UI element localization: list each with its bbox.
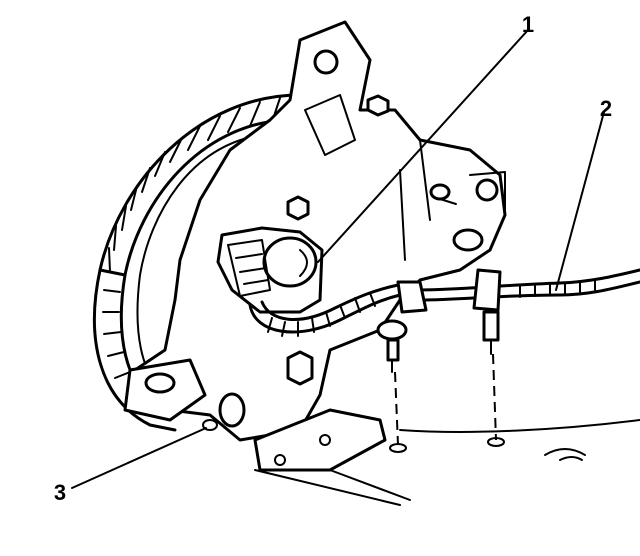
sensor-retaining-bolt <box>218 392 246 428</box>
harness-clip-2 <box>472 268 502 312</box>
tie-rod-hole <box>475 178 499 202</box>
lower-bolt <box>286 350 314 386</box>
knuckle-bolt <box>286 195 310 221</box>
leader-lines <box>71 29 605 489</box>
upper-bolt <box>366 94 390 117</box>
sensor-harness <box>248 268 640 453</box>
leader-3 <box>71 427 207 489</box>
leader-1 <box>317 29 529 263</box>
callout-1: 1 <box>522 12 534 37</box>
callout-3: 3 <box>54 480 66 505</box>
upper-ball-joint-hole <box>313 49 339 75</box>
leader-2 <box>555 111 605 291</box>
wheel-speed-sensor <box>216 226 324 314</box>
bracket-tab-1 <box>376 319 408 341</box>
steering-knuckle <box>123 20 507 506</box>
harness-clip-1 <box>396 280 428 314</box>
background-panel <box>399 419 640 461</box>
callout-2: 2 <box>600 96 612 121</box>
